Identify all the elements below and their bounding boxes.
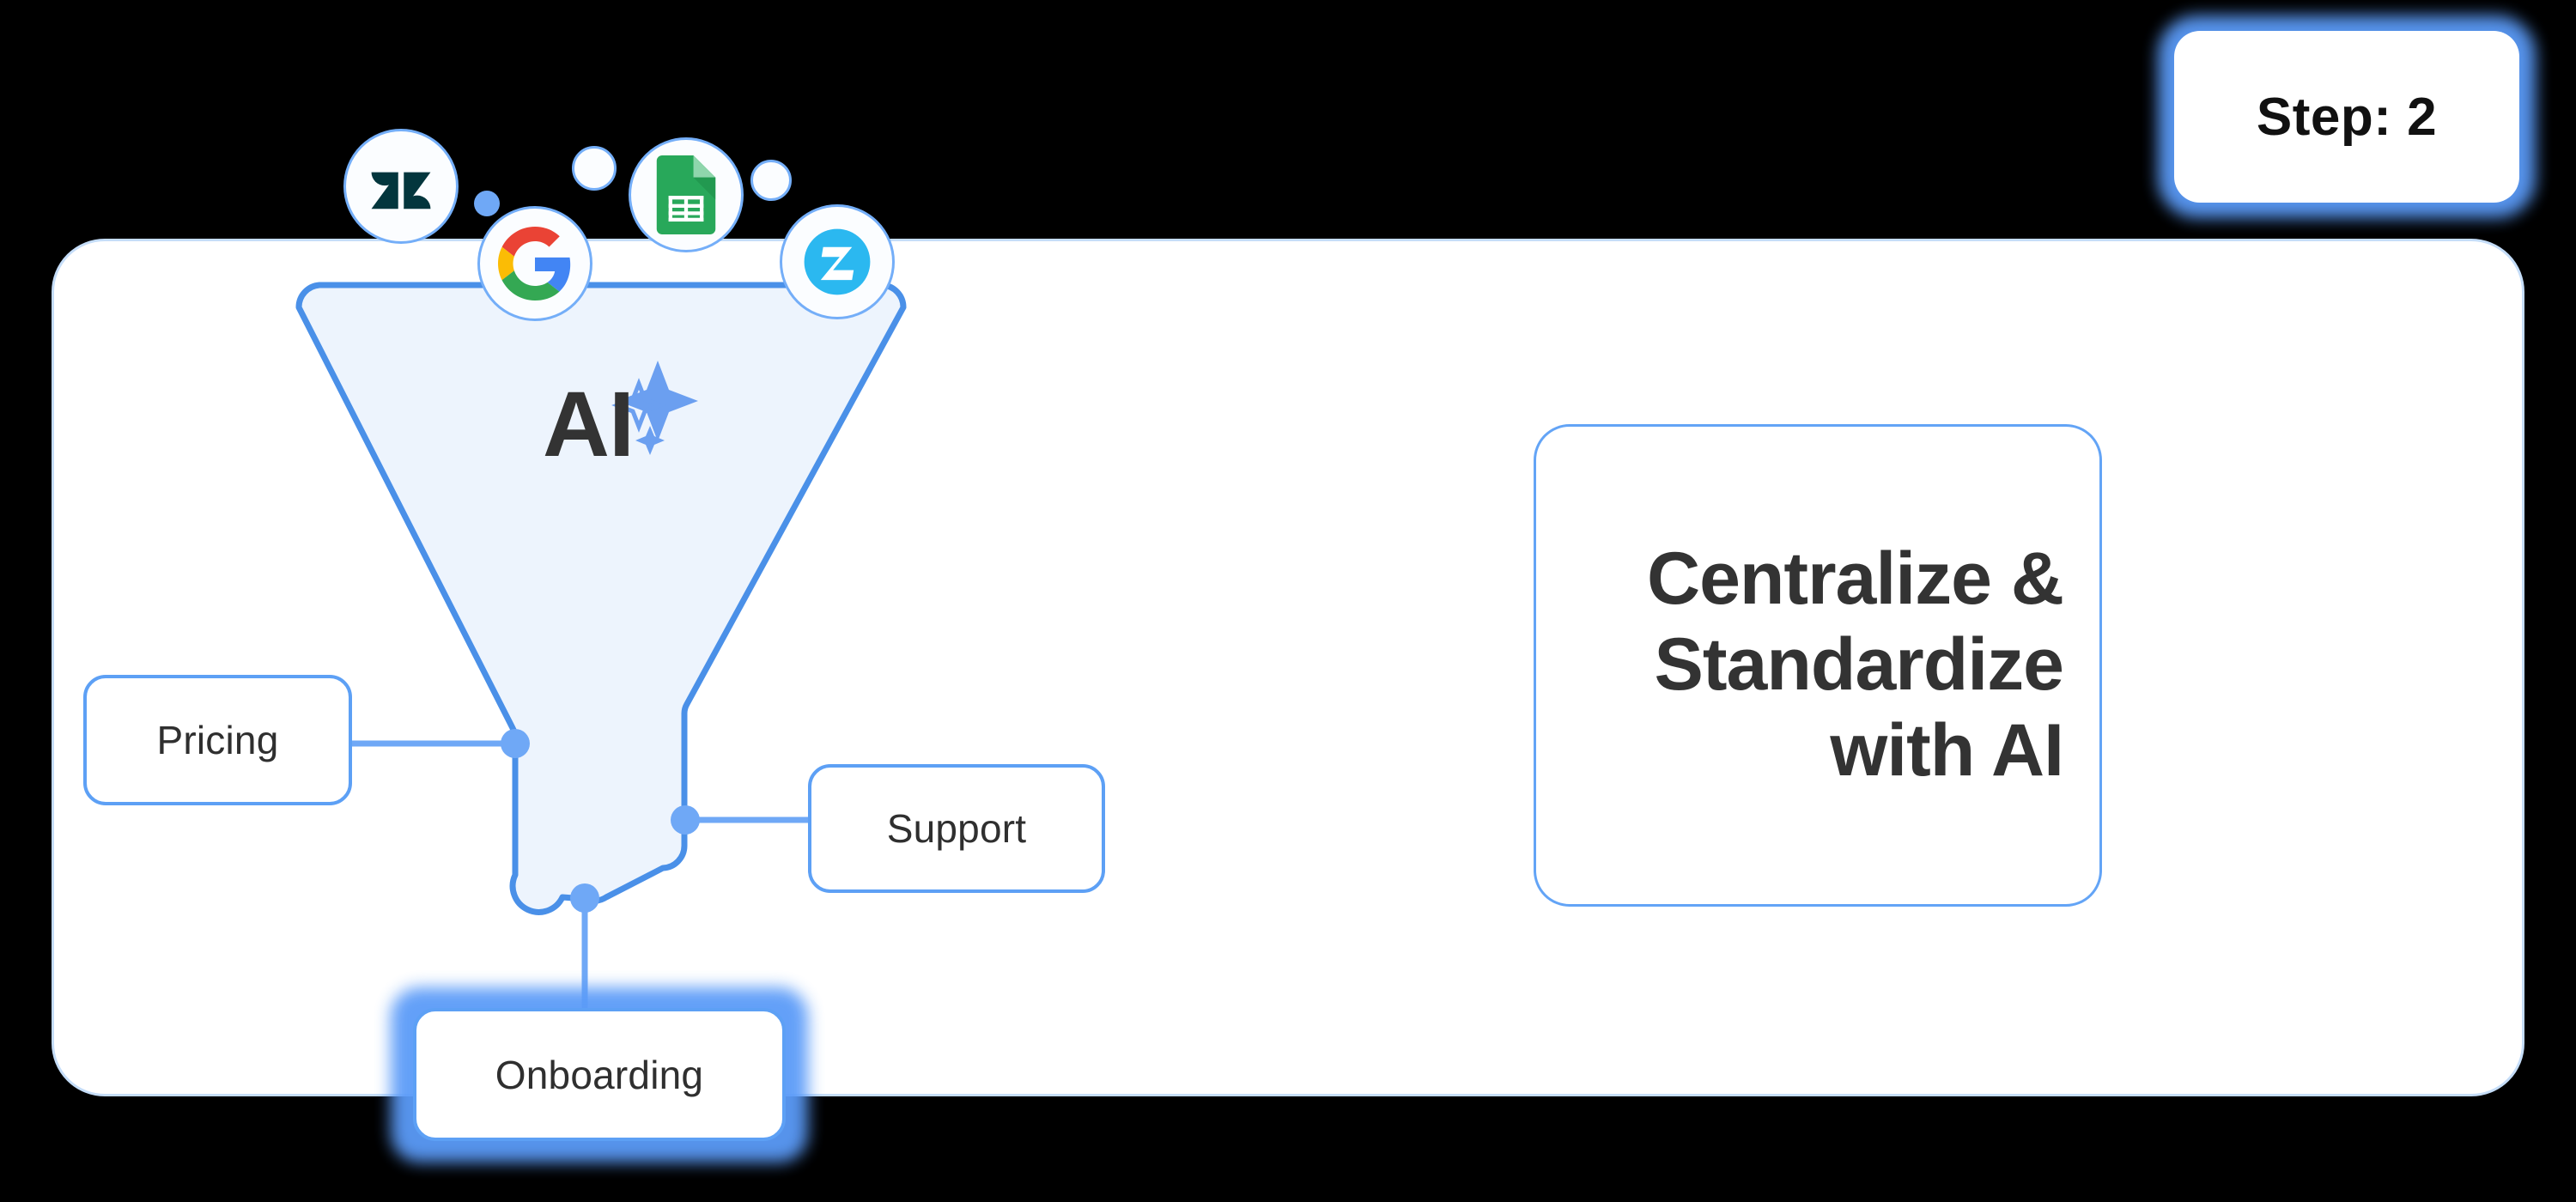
headline-text: Centralize & Standardize with AI — [1646, 537, 2064, 793]
bubble-decor-1 — [572, 146, 617, 191]
sparkle-small-icon — [635, 426, 665, 455]
sparkle-large-icon — [617, 361, 698, 441]
google-sheets-icon[interactable] — [629, 137, 744, 252]
sparkle-outline-icon — [611, 378, 666, 433]
ai-label: AI — [543, 372, 635, 476]
google-icon[interactable] — [477, 206, 592, 321]
node-onboarding[interactable]: Onboarding — [413, 1008, 786, 1141]
zendesk-glyph — [371, 172, 431, 209]
dot-pricing — [501, 729, 530, 758]
headline-card: Centralize & Standardize with AI — [1534, 424, 2102, 907]
google-glyph — [498, 227, 571, 300]
headline-line-1: Centralize & — [1646, 537, 2064, 621]
dot-support — [671, 805, 700, 835]
bubble-decor-2 — [750, 160, 792, 201]
node-support[interactable]: Support — [808, 764, 1105, 893]
dot-onboarding — [570, 883, 599, 913]
ai-sparkles — [611, 361, 698, 455]
zoom-glyph — [804, 228, 871, 295]
bubble-decor-3 — [474, 191, 500, 216]
google-sheets-glyph — [656, 155, 716, 234]
connector-dots — [501, 729, 700, 913]
headline-line-2: Standardize — [1654, 623, 2064, 707]
zendesk-icon[interactable] — [343, 129, 459, 244]
zoom-icon[interactable] — [780, 204, 895, 319]
headline-line-3: with AI — [1830, 708, 2064, 792]
node-pricing[interactable]: Pricing — [83, 675, 352, 805]
step-badge: Step: 2 — [2174, 31, 2519, 203]
